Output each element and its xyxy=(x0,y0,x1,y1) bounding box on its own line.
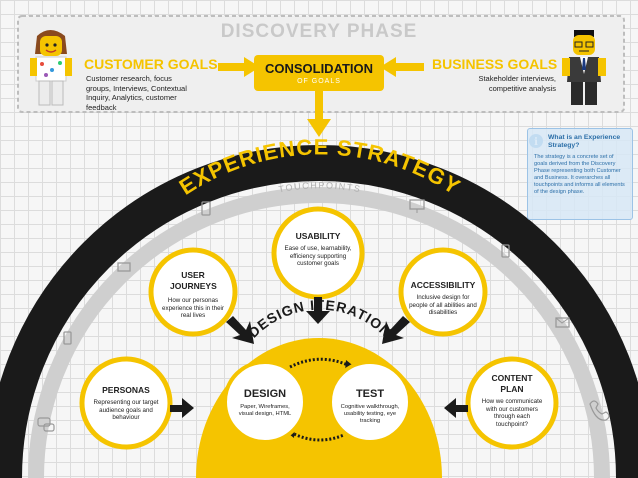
telephone-icon xyxy=(589,400,610,421)
person-icon xyxy=(30,30,72,106)
touchpoints-label: TOUCHPOINTS xyxy=(278,180,362,194)
content-plan-circle xyxy=(465,356,559,450)
business-goals-description: Stakeholder interviews, competitive anal… xyxy=(478,74,556,93)
consolidation-title: CONSOLIDATION xyxy=(264,61,374,76)
design-body: Paper, Wireframes, visual design, HTML xyxy=(238,404,292,417)
info-box: What is an Experience Strategy? The stra… xyxy=(527,128,633,220)
user-journeys-circle xyxy=(148,247,238,337)
test-body: Cognitive walkthrough, usability testing… xyxy=(340,404,400,424)
mobile-phone-icon-left xyxy=(63,331,72,345)
usability-title: USABILITY xyxy=(295,231,341,241)
consolidation-subtitle: OF GOALS xyxy=(297,78,341,85)
tablet-icon xyxy=(201,201,211,216)
business-goals-title: BUSINESS GOALS xyxy=(432,56,558,72)
envelope-icon xyxy=(555,317,570,328)
experience-strategy-arc xyxy=(0,145,638,478)
personas-title: PERSONAS xyxy=(102,385,150,395)
accessibility-circle xyxy=(398,247,488,337)
consolidation-to-strategy-arrow xyxy=(307,91,331,137)
test-circle xyxy=(328,360,412,444)
customer-to-consolidation-arrow xyxy=(218,57,260,77)
accessibility-title: ACCESSIBILITY xyxy=(410,280,476,290)
monitor-icon xyxy=(409,199,425,213)
info-box-body: The strategy is a concrete set of goals … xyxy=(534,154,625,195)
business-to-consolidation-arrow xyxy=(380,57,424,77)
test-title: TEST xyxy=(355,388,385,400)
cycle-arrow-top xyxy=(289,357,351,369)
customer-goals-description: Customer research, focus groups, Intervi… xyxy=(86,74,187,112)
mobile-phone-icon xyxy=(501,244,510,258)
personas-circle xyxy=(79,356,173,450)
design-circle xyxy=(223,360,307,444)
user-journeys-title: USER JOURNEYS xyxy=(170,270,217,291)
node-arrows xyxy=(170,297,468,418)
content-plan-body: How we communicate with our customers th… xyxy=(481,398,543,428)
tv-icon xyxy=(117,262,131,272)
info-box-title: What is an Experience Strategy? xyxy=(548,134,621,149)
phase-title: DISCOVERY PHASE xyxy=(220,21,418,42)
personas-body: Representing our target audience goals a… xyxy=(93,399,159,421)
business-person-icon xyxy=(562,30,606,105)
user-journeys-body: How our personas experience this in thei… xyxy=(162,297,224,319)
accessibility-body: Inclusive design for people of all abili… xyxy=(409,294,477,316)
chat-icon xyxy=(37,417,55,432)
consolidation-box xyxy=(254,55,384,91)
content-plan-title: CONTENT PLAN xyxy=(491,373,533,394)
design-title: DESIGN xyxy=(243,388,287,400)
usability-body: Ease of use, learnability, efficiency su… xyxy=(284,245,352,267)
customer-goals-title: CUSTOMER GOALS xyxy=(84,56,218,72)
